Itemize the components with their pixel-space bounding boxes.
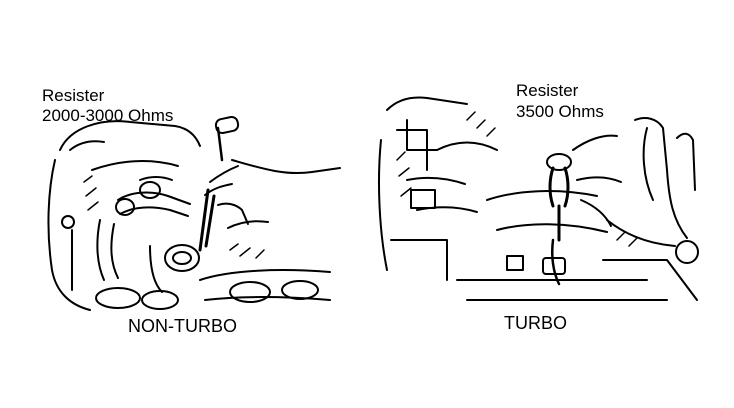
- non-turbo-resister-label: Resister: [42, 86, 105, 105]
- non-turbo-panel: Resister 2000-3000 Ohms NON-TURBO: [42, 86, 341, 336]
- non-turbo-resister-value: 2000-3000 Ohms: [42, 106, 174, 125]
- non-turbo-caption: NON-TURBO: [128, 316, 237, 336]
- turbo-caption: TURBO: [504, 313, 567, 333]
- turbo-resister-label: Resister: [516, 81, 579, 100]
- non-turbo-engine-illustration: [47, 115, 341, 311]
- turbo-panel: Resister 3500 Ohms TURBO: [367, 0, 734, 408]
- turbo-engine-illustration: [378, 96, 699, 301]
- turbo-resister-value: 3500 Ohms: [516, 102, 604, 121]
